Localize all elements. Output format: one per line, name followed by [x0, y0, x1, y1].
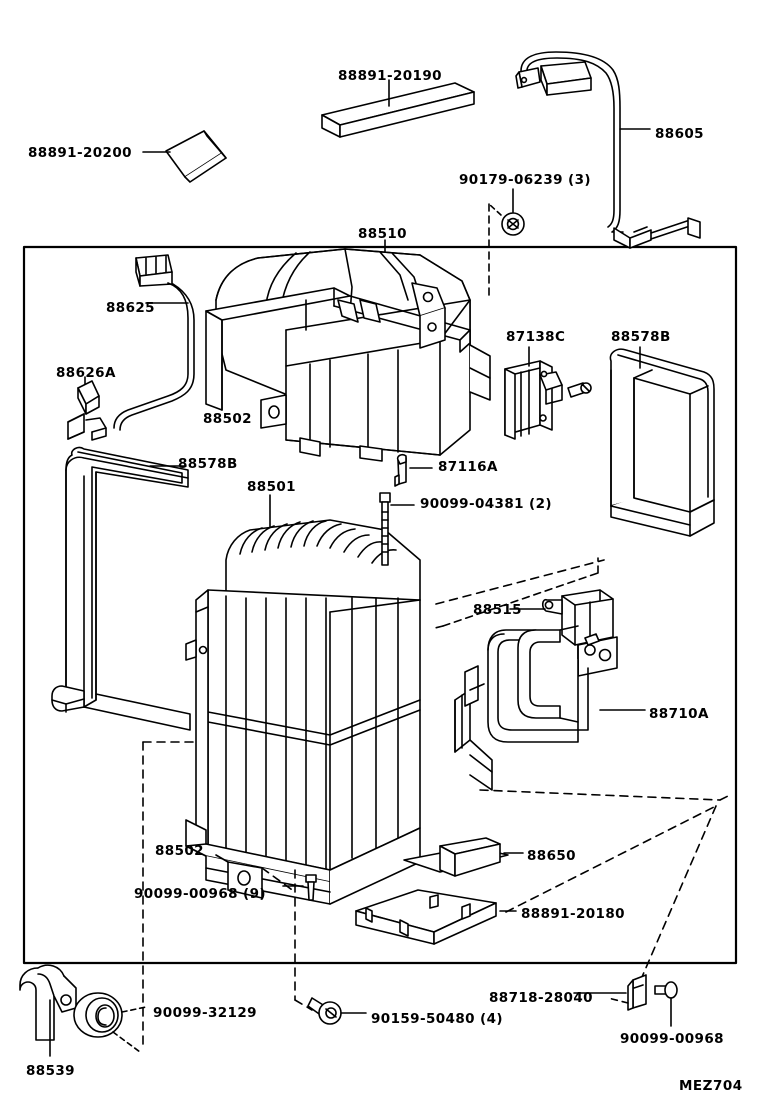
part-label-87138C: 87138C — [506, 329, 566, 345]
part-label-88891-20180: 88891-20180 — [521, 906, 625, 922]
part-88710A-shape — [487, 625, 646, 743]
part-label-90099-32129: 90099-32129 — [153, 1005, 257, 1021]
part-88510-shape — [205, 239, 491, 462]
assembly-guide-lines — [142, 559, 731, 1051]
part-label-88891-20200: 88891-20200 — [28, 145, 132, 161]
part-label-88515: 88515 — [473, 602, 522, 618]
part-label-90099-00968: 90099-00968 — [620, 1031, 724, 1047]
part-88891-20190-shape — [321, 79, 475, 138]
part-label-88605: 88605 — [655, 126, 704, 142]
part-label-88626A: 88626A — [56, 365, 116, 381]
part-90159-50480-shape — [307, 997, 367, 1025]
part-label-88578B-right: 88578B — [611, 329, 671, 345]
part-88626A-shape — [67, 376, 107, 441]
part-88605-shape — [515, 51, 701, 249]
part-87116A-shape — [394, 453, 433, 487]
part-88578B-right-shape — [609, 346, 715, 537]
part-90179-06239-shape — [488, 188, 525, 301]
part-label-88710A: 88710A — [649, 706, 709, 722]
part-88539-shape — [19, 964, 77, 1057]
part-label-88502-lower: 88502 — [155, 843, 204, 859]
part-label-88891-20190: 88891-20190 — [338, 68, 442, 84]
part-88650-shape — [403, 837, 524, 877]
part-label-90179-06239: 90179-06239 (3) — [459, 172, 591, 188]
part-88718-28040-shape — [573, 974, 647, 1011]
part-90099-32129-shape — [73, 992, 147, 1053]
part-label-90099-04381: 90099-04381 (2) — [420, 496, 552, 512]
part-label-88502-upper: 88502 — [203, 411, 252, 427]
part-label-90159-50480: 90159-50480 (4) — [371, 1011, 503, 1027]
part-88578B-left-shape — [51, 446, 191, 731]
part-88891-20180-shape — [355, 805, 717, 1001]
part-label-88718-28040: 88718-28040 — [489, 990, 593, 1006]
part-label-88578B-left: 88578B — [178, 456, 238, 472]
diagram-code-footer: MEZ704 — [679, 1078, 743, 1094]
part-label-87116A: 87116A — [438, 459, 498, 475]
part-label-90099-00968-9: 90099-00968 (9) — [134, 886, 266, 902]
part-label-88501: 88501 — [247, 479, 296, 495]
part-label-88539: 88539 — [26, 1063, 75, 1079]
part-label-88510: 88510 — [358, 226, 407, 242]
part-88891-20200-shape — [142, 130, 227, 183]
part-label-88650: 88650 — [527, 848, 576, 864]
part-90099-04381-shape — [379, 492, 415, 566]
part-label-88625: 88625 — [106, 300, 155, 316]
bottom-guide — [607, 997, 629, 1004]
part-87138C-shape — [504, 346, 592, 440]
part-88501-shape — [185, 494, 493, 905]
part-90099-00968-shape — [654, 981, 678, 1027]
part-88515-shape — [434, 557, 614, 646]
part-88625-shape — [113, 254, 195, 431]
